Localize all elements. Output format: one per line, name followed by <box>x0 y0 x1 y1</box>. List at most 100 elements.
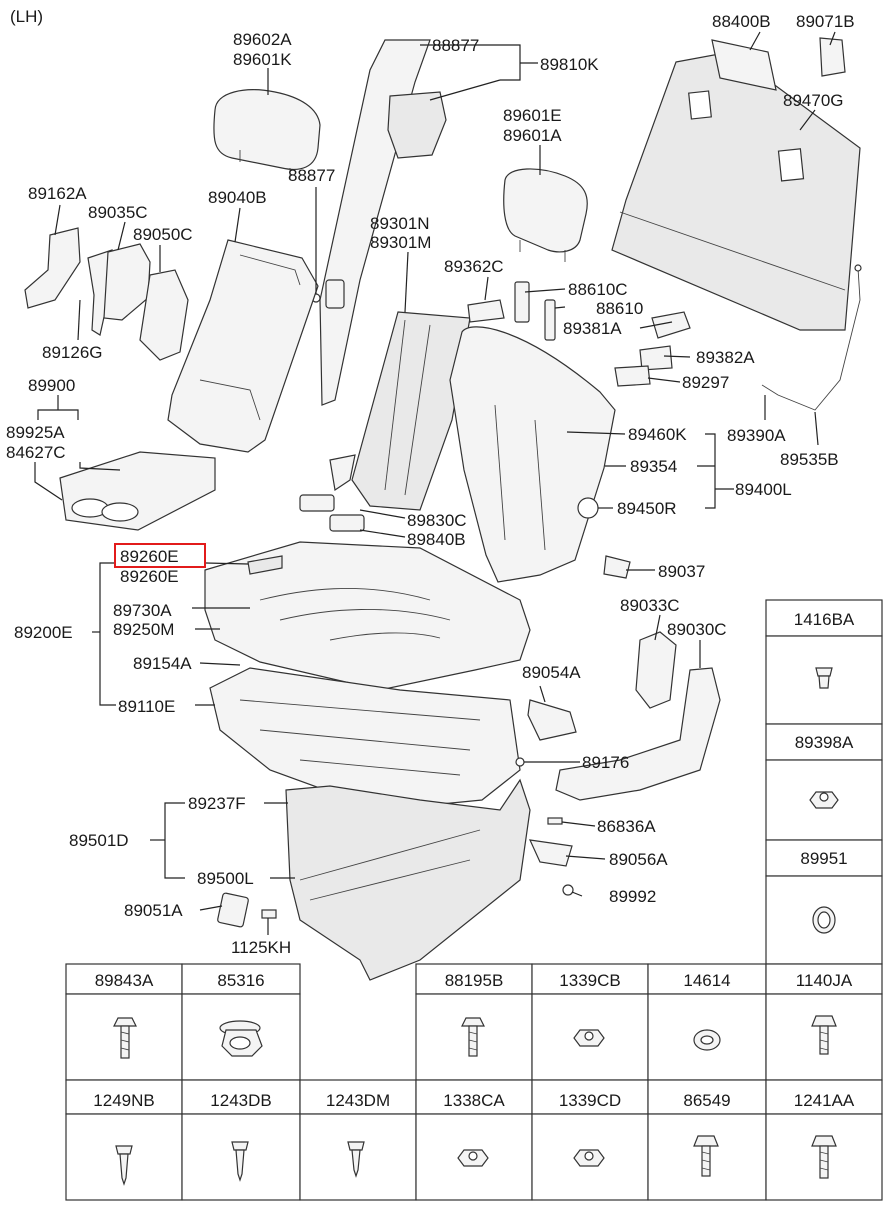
nut-icon-1339CB <box>573 1029 605 1047</box>
label-89992[interactable]: 89992 <box>609 887 656 906</box>
seatback-frame-center[interactable] <box>299 311 471 532</box>
label-89237F[interactable]: 89237F <box>188 794 246 813</box>
label-89500L[interactable]: 89500L <box>197 869 254 888</box>
label-89110E[interactable]: 89110E <box>118 697 175 716</box>
bolt-flange-icon <box>113 1017 137 1059</box>
headrest-right[interactable] <box>503 168 588 262</box>
release-cable[interactable] <box>761 264 862 411</box>
label-89362C[interactable]: 89362C <box>444 257 504 276</box>
label-89602A[interactable]: 89602A <box>233 30 292 49</box>
table-label-r1c3[interactable]: 88195B <box>445 971 504 990</box>
side-parts-table: 1416BA 89398A 89951 <box>765 599 883 965</box>
label-89035C[interactable]: 89035C <box>88 203 148 222</box>
seatback-cushion[interactable] <box>449 326 616 583</box>
label-89354[interactable]: 89354 <box>630 457 677 476</box>
bottom-parts-table: 89843A 85316 88195B 1339CB 14614 1140JA … <box>65 963 883 1201</box>
side-table-label-1[interactable]: 1416BA <box>794 610 855 629</box>
table-label-r2c4[interactable]: 1338CA <box>443 1091 505 1110</box>
label-89126G[interactable]: 89126G <box>42 343 103 362</box>
label-89050C[interactable]: 89050C <box>133 225 193 244</box>
label-89601K[interactable]: 89601K <box>233 50 292 69</box>
seat-rail-assembly[interactable] <box>217 757 574 981</box>
label-89056A[interactable]: 89056A <box>609 850 668 869</box>
side-table-label-2[interactable]: 89398A <box>795 733 854 752</box>
side-trim-right[interactable] <box>527 555 721 801</box>
label-89301N[interactable]: 89301N <box>370 214 430 233</box>
clips-right[interactable] <box>467 281 691 387</box>
label-89040B[interactable]: 89040B <box>208 188 267 207</box>
label-89830C[interactable]: 89830C <box>407 511 467 530</box>
nut-icon-1339CD <box>573 1149 605 1167</box>
label-89501D[interactable]: 89501D <box>69 831 129 850</box>
table-label-r1c2[interactable]: 85316 <box>217 971 264 990</box>
label-88877-side[interactable]: 88877 <box>288 166 335 185</box>
label-88400B[interactable]: 88400B <box>712 12 771 31</box>
label-89840B[interactable]: 89840B <box>407 530 466 549</box>
side-table-label-3[interactable]: 89951 <box>800 849 847 868</box>
screw-icon-1243DM <box>347 1141 365 1178</box>
label-89810K[interactable]: 89810K <box>540 55 599 74</box>
table-label-r1c6[interactable]: 1140JA <box>796 971 853 990</box>
label-89535B[interactable]: 89535B <box>780 450 839 469</box>
armrest-cupholder[interactable] <box>59 451 216 531</box>
table-label-r2c1[interactable]: 1249NB <box>93 1091 154 1110</box>
side-brackets-left[interactable] <box>24 227 189 361</box>
seatback-rear-panel[interactable] <box>611 37 861 331</box>
label-89200E[interactable]: 89200E <box>14 623 73 642</box>
bolt-icon-1140JA <box>811 1015 837 1055</box>
label-89390A[interactable]: 89390A <box>727 426 786 445</box>
label-88877-top[interactable]: 88877 <box>432 36 479 55</box>
nut-icon-1338CA <box>457 1149 489 1167</box>
washer-icon-14614 <box>693 1029 721 1051</box>
label-89176[interactable]: 89176 <box>582 753 629 772</box>
label-89297[interactable]: 89297 <box>682 373 729 392</box>
table-label-r1c1[interactable]: 89843A <box>95 971 154 990</box>
label-89033C[interactable]: 89033C <box>620 596 680 615</box>
leader-lines <box>34 31 836 935</box>
table-label-r2c3[interactable]: 1243DM <box>326 1091 390 1110</box>
label-89601A[interactable]: 89601A <box>503 126 562 145</box>
label-89154A[interactable]: 89154A <box>133 654 192 673</box>
label-89470G[interactable]: 89470G <box>783 91 844 110</box>
table-label-r1c5[interactable]: 14614 <box>683 971 730 990</box>
label-88610C[interactable]: 88610C <box>568 280 628 299</box>
label-88610[interactable]: 88610 <box>596 299 643 318</box>
seat-cushion[interactable] <box>204 541 531 691</box>
label-89071B[interactable]: 89071B <box>796 12 855 31</box>
label-86836A[interactable]: 86836A <box>597 817 656 836</box>
bolt-icon-88195B <box>461 1017 485 1057</box>
label-89162A[interactable]: 89162A <box>28 184 87 203</box>
headrest-left[interactable] <box>213 89 321 180</box>
table-label-r2c2[interactable]: 1243DB <box>210 1091 271 1110</box>
table-label-r2c7[interactable]: 1241AA <box>794 1091 855 1110</box>
label-89381A[interactable]: 89381A <box>563 319 622 338</box>
label-89051A[interactable]: 89051A <box>124 901 183 920</box>
label-84627C[interactable]: 84627C <box>6 443 66 462</box>
label-89030C[interactable]: 89030C <box>667 620 727 639</box>
seatback-frame-left[interactable] <box>167 239 319 453</box>
bolt-icon-86549 <box>693 1135 719 1177</box>
label-89037[interactable]: 89037 <box>658 562 705 581</box>
push-clip-icon <box>219 1020 263 1057</box>
seat-frame[interactable] <box>209 667 521 811</box>
table-label-r1c4[interactable]: 1339CB <box>559 971 620 990</box>
label-89460K[interactable]: 89460K <box>628 425 687 444</box>
label-89925A[interactable]: 89925A <box>6 423 65 442</box>
screw-icon-1243DB <box>231 1141 249 1182</box>
label-1125KH[interactable]: 1125KH <box>231 938 291 957</box>
label-89382A[interactable]: 89382A <box>696 348 755 367</box>
table-label-r2c6[interactable]: 86549 <box>683 1091 730 1110</box>
label-89054A[interactable]: 89054A <box>522 663 581 682</box>
label-89260E-highlighted[interactable]: 89260E <box>120 547 179 566</box>
label-89301M[interactable]: 89301M <box>370 233 431 252</box>
label-89900[interactable]: 89900 <box>28 376 75 395</box>
label-89260E[interactable]: 89260E <box>120 567 179 586</box>
label-89730A[interactable]: 89730A <box>113 601 172 620</box>
label-89250M[interactable]: 89250M <box>113 620 174 639</box>
table-label-r2c5[interactable]: 1339CD <box>559 1091 621 1110</box>
label-89601E[interactable]: 89601E <box>503 106 562 125</box>
label-89400L[interactable]: 89400L <box>735 480 792 499</box>
nut-icon <box>809 791 839 809</box>
label-89450R[interactable]: 89450R <box>617 499 677 518</box>
